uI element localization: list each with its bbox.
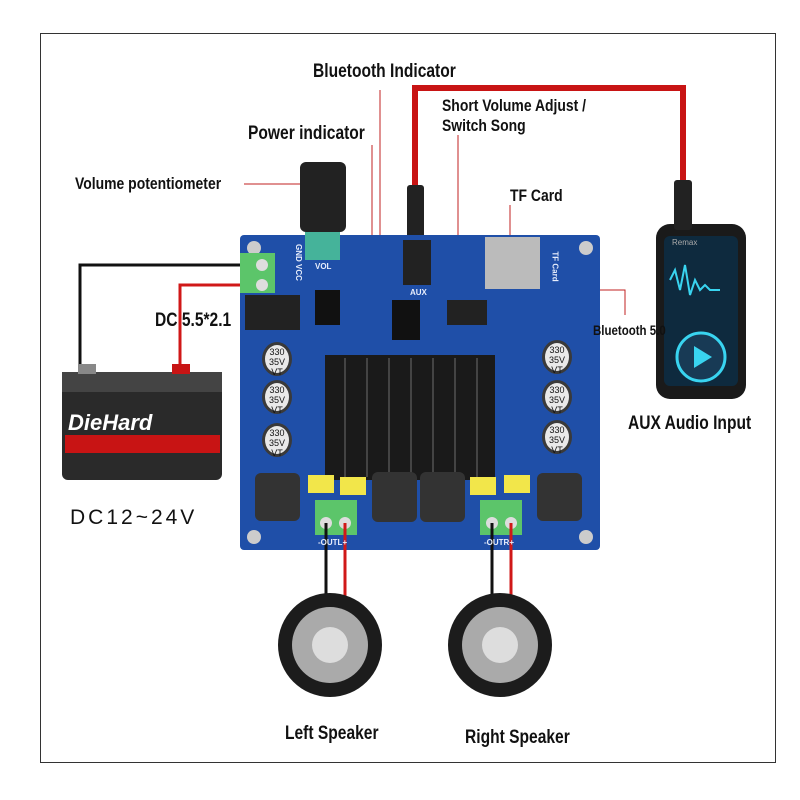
- capacitor: 330 35V VT: [542, 420, 572, 455]
- amplifier-board: [240, 162, 600, 550]
- phone-brand: Remax: [672, 238, 698, 247]
- capacitor: 330 35V VT: [542, 380, 572, 415]
- aux-plug: [407, 185, 424, 240]
- capacitor: 330 35V VT: [542, 340, 572, 375]
- board-outr-label: -OUTR+: [484, 538, 514, 547]
- red-power-wire: [178, 283, 262, 380]
- label-dc-jack: DC 5.5*2.1: [155, 310, 232, 331]
- right-speaker-illustration: [448, 593, 552, 697]
- label-short-volume-2: Switch Song: [442, 116, 526, 135]
- power-wires: [78, 263, 262, 380]
- phone-illustration: [656, 180, 746, 399]
- label-short-volume-1: Short Volume Adjust /: [442, 96, 587, 115]
- label-voltage: DC12~24V: [70, 506, 198, 529]
- capacitor: 330 35V VT: [262, 423, 292, 458]
- speaker-wires: [324, 523, 513, 600]
- label-left-speaker: Left Speaker: [285, 723, 379, 744]
- label-volume-potentiometer: Volume potentiometer: [75, 174, 222, 193]
- board-vol-label: VOL: [315, 262, 332, 271]
- label-aux-input: AUX Audio Input: [628, 413, 752, 434]
- board-outl-label: -OUTL+: [318, 538, 348, 547]
- label-bluetooth-version: Bluetooth 5.0: [593, 322, 666, 338]
- left-speaker-illustration: [278, 593, 382, 697]
- aux-cable: [412, 85, 686, 230]
- battery-illustration: [62, 364, 222, 480]
- board-aux-label: AUX: [410, 288, 427, 297]
- board-power-label: GND VCC: [293, 244, 303, 281]
- frame-border: [40, 33, 776, 763]
- label-right-speaker: Right Speaker: [465, 727, 570, 748]
- label-bluetooth-indicator: Bluetooth Indicator: [313, 61, 456, 82]
- capacitor: 330 35V VT: [262, 342, 292, 377]
- black-power-wire: [78, 263, 262, 370]
- battery-brand-logo: DieHard: [68, 410, 153, 435]
- label-tf-card: TF Card: [510, 186, 563, 205]
- board-tf-label: TF Card: [550, 251, 560, 282]
- label-power-indicator: Power indicator: [248, 123, 365, 144]
- capacitor: 330 35V VT: [262, 380, 292, 415]
